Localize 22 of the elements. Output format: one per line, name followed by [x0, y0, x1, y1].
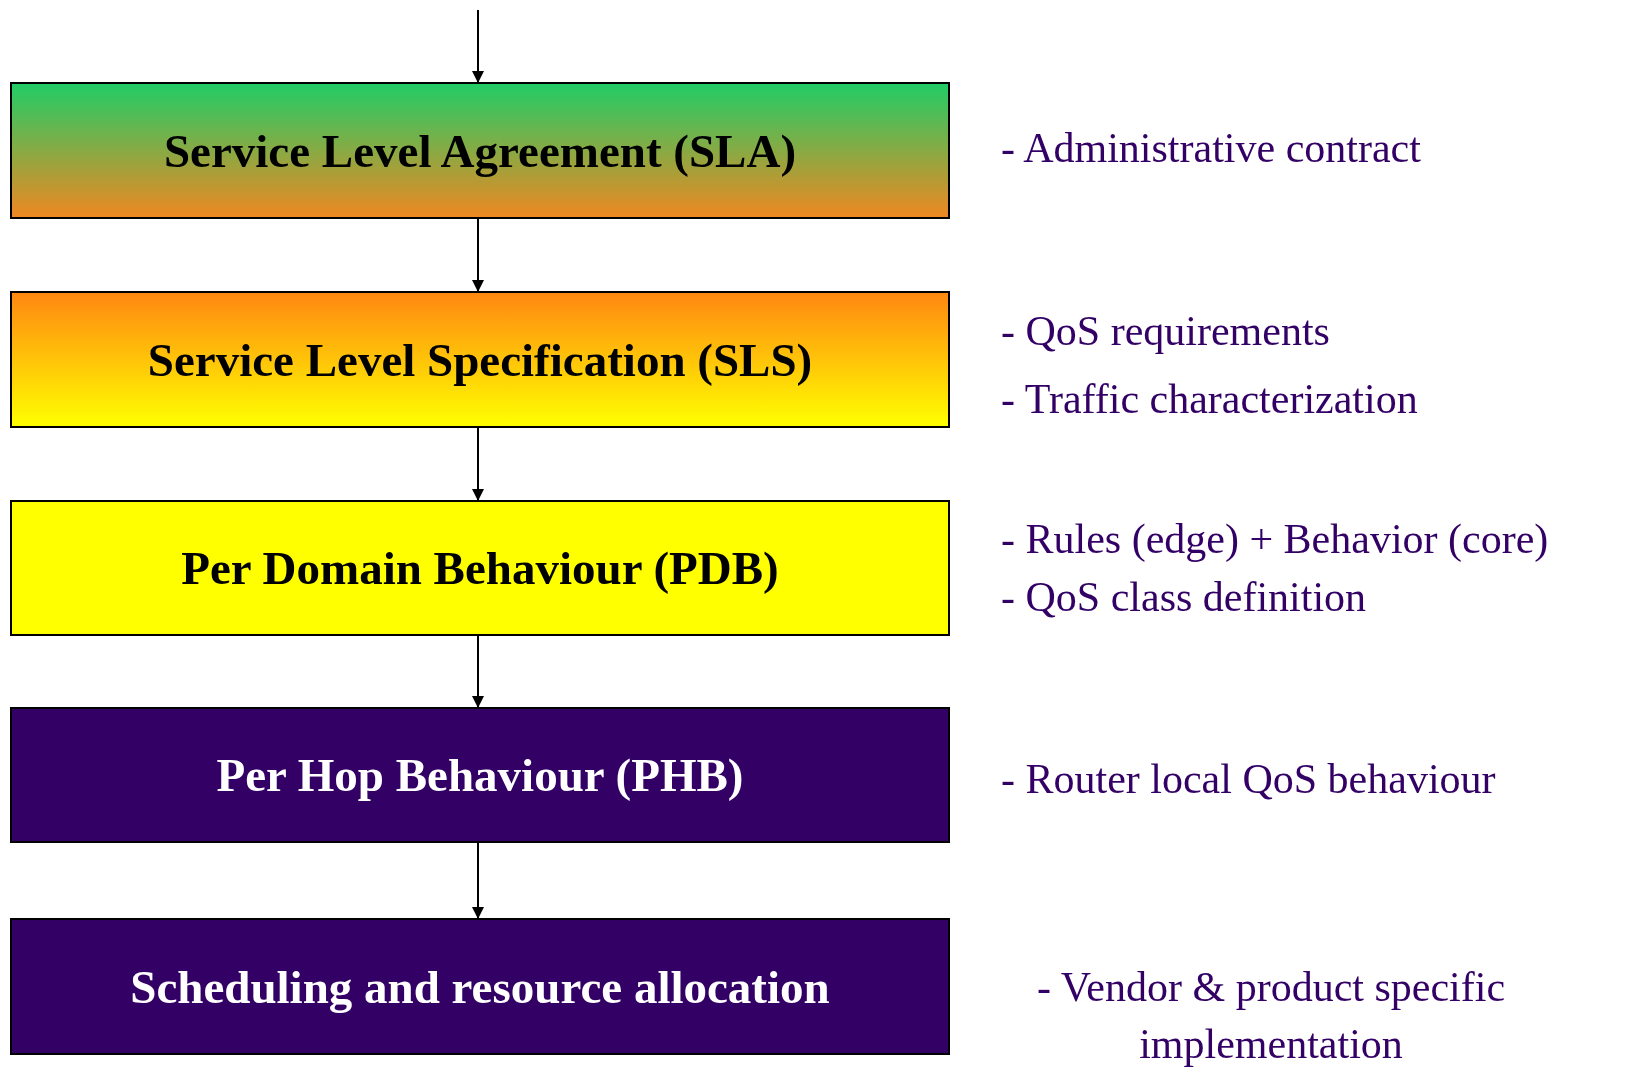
arrow [472, 635, 484, 708]
box-title: Per Hop Behaviour (PHB) [216, 748, 744, 802]
arrow [472, 427, 484, 501]
annotation-text: - QoS class definition [1001, 573, 1367, 621]
annotation-text: - Router local QoS behaviour [1001, 755, 1496, 803]
box-title: Service Level Agreement (SLA) [163, 123, 797, 178]
annotation-text: - Administrative contract [1001, 124, 1421, 172]
process-box [10, 82, 950, 219]
annotation-text: - Vendor & product specific implementation [1035, 963, 1507, 1069]
process-box [10, 500, 950, 636]
arrow [472, 842, 484, 919]
annotation-text: - QoS requirements [1001, 307, 1330, 355]
box-title: Scheduling and resource allocation [130, 959, 830, 1014]
annotation-text: - Rules (edge) + Behavior (core) [1001, 515, 1549, 563]
arrow [472, 218, 484, 292]
process-box [10, 707, 950, 843]
arrow [472, 9, 484, 83]
box-title: Service Level Specification (SLS) [147, 332, 813, 387]
process-box [10, 291, 950, 428]
annotation-text: - Traffic characterization [1001, 375, 1418, 423]
box-title: Per Domain Behaviour (PDB) [181, 541, 779, 595]
process-box [10, 918, 950, 1055]
